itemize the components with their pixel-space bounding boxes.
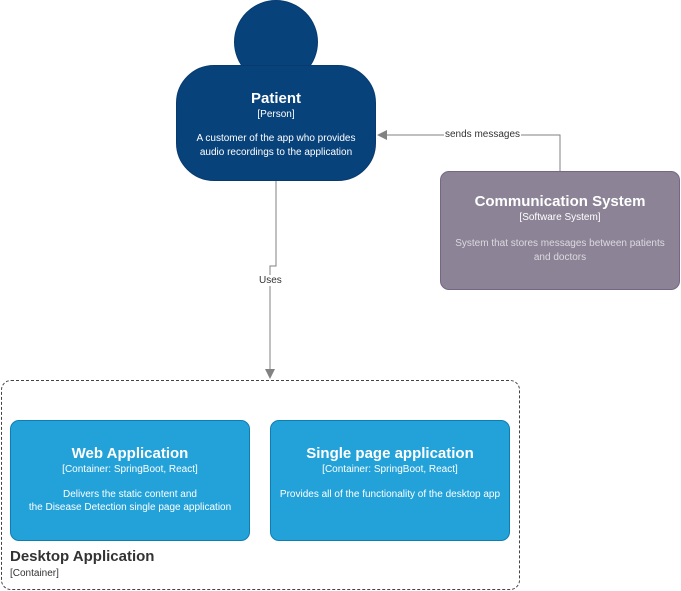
single-page-application-node[interactable]: Single page application [Container: Spri… bbox=[270, 420, 510, 541]
web-application-node[interactable]: Web Application [Container: SpringBoot, … bbox=[10, 420, 250, 541]
patient-person-node[interactable]: Patient [Person] A customer of the app w… bbox=[176, 65, 376, 181]
desktop-application-boundary[interactable] bbox=[1, 380, 520, 590]
desktop-application-type: [Container] bbox=[10, 568, 59, 579]
communication-system-name: Communication System bbox=[474, 193, 646, 210]
web-application-name: Web Application bbox=[71, 445, 189, 462]
communication-system-description: System that stores messages between pati… bbox=[455, 238, 665, 263]
patient-description: A customer of the app who provides audio… bbox=[196, 133, 356, 158]
uses-arrow bbox=[265, 181, 277, 379]
sends-messages-arrow bbox=[377, 130, 561, 171]
single-page-application-description: Provides all of the functionality of the… bbox=[279, 489, 501, 500]
patient-type: [Person] bbox=[257, 109, 295, 120]
desktop-application-title: Desktop Application bbox=[10, 548, 155, 565]
web-application-type: [Container: SpringBoot, React] bbox=[62, 464, 198, 475]
uses-label: Uses bbox=[258, 275, 283, 286]
web-application-description: Delivers the static content and the Dise… bbox=[28, 489, 232, 513]
sends-messages-label: sends messages bbox=[444, 129, 522, 140]
single-page-application-name: Single page application bbox=[306, 445, 474, 462]
patient-name: Patient bbox=[250, 90, 301, 107]
communication-system-node[interactable]: Communication System [Software System] S… bbox=[440, 171, 680, 290]
communication-system-type: [Software System] bbox=[519, 212, 601, 223]
single-page-application-type: [Container: SpringBoot, React] bbox=[322, 464, 458, 475]
